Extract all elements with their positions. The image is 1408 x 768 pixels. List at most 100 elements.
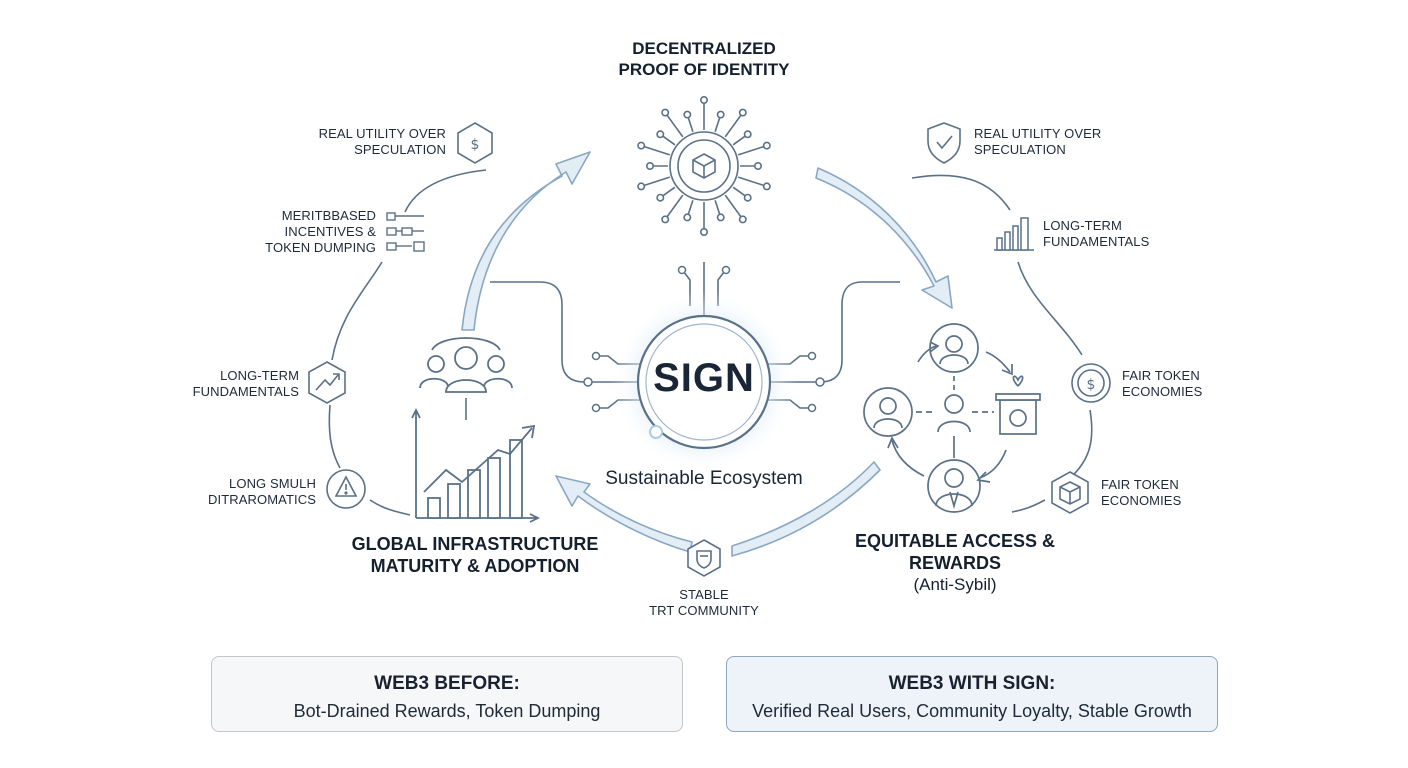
arc-left-upper <box>404 169 487 213</box>
arc-left-lower <box>328 404 341 469</box>
svg-text:$: $ <box>471 137 480 153</box>
identity-hub-icon <box>637 96 771 237</box>
top-title: DECENTRALIZED PROOF OF IDENTITY <box>554 38 854 80</box>
center-connectors <box>465 262 900 420</box>
hub-node <box>762 182 771 191</box>
left-label-long-term: LONG-TERM FUNDAMENTALS <box>160 368 299 400</box>
hub-spoke <box>737 176 768 188</box>
hub-node <box>637 141 646 150</box>
hub-node <box>716 110 725 119</box>
left-title-line-1: GLOBAL INFRASTRUCTURE <box>351 534 599 554</box>
web3-before-panel: WEB3 BEFORE: Bot-Drained Rewards, Token … <box>211 656 683 732</box>
user-center <box>944 394 964 414</box>
center-ring-outer <box>636 314 772 450</box>
arc-left-bottom <box>369 499 411 516</box>
shield-check-icon <box>927 122 961 164</box>
label-line: TRT COMMUNITY <box>649 603 759 618</box>
web3-with-sign-title: WEB3 WITH SIGN: <box>888 673 1056 694</box>
label-line: INCENTIVES & <box>284 224 376 239</box>
user-circle-left <box>863 387 913 437</box>
left-label-long-smulh: LONG SMULH DITRAROMATICS <box>180 476 316 508</box>
label-line: FUNDAMENTALS <box>192 384 299 399</box>
hub-spoke <box>724 112 744 138</box>
label-line: FAIR TOKEN <box>1122 368 1200 383</box>
hub-node <box>683 110 692 119</box>
left-title-line-2: MATURITY & ADOPTION <box>370 556 580 576</box>
hub-node <box>762 141 771 150</box>
center-sparkle <box>649 425 663 439</box>
right-label-long-term: LONG-TERM FUNDAMENTALS <box>1043 218 1203 250</box>
flow-arrow-right-down <box>815 167 953 309</box>
top-title-line-2: PROOF OF IDENTITY <box>618 60 790 79</box>
label-line: TOKEN DUMPING <box>265 240 376 255</box>
reward-box-icon <box>999 399 1037 435</box>
user-circle-bottom <box>927 459 981 513</box>
flowchart-icon <box>386 212 425 252</box>
right-label-fair-token-1: FAIR TOKEN ECONOMIES <box>1122 368 1262 400</box>
ecosystem-label: Sustainable Ecosystem <box>605 468 803 489</box>
label-line: MERITBBASED <box>281 208 376 223</box>
hub-spoke <box>664 112 684 138</box>
hub-node <box>656 193 665 202</box>
label-line: FUNDAMENTALS <box>1043 234 1150 249</box>
bar-chart-icon <box>994 217 1034 251</box>
hub-node <box>716 213 725 222</box>
community-people-icon <box>419 337 513 393</box>
left-label-real-utility: REAL UTILITY OVER SPECULATION <box>280 126 446 158</box>
label-line: REAL UTILITY OVER <box>318 126 446 141</box>
hub-spoke <box>737 144 768 156</box>
dollar-hexagon-icon: $ <box>457 122 493 164</box>
shield-badge-icon <box>687 539 721 577</box>
label-line: STABLE <box>679 587 729 602</box>
outer-arcs <box>328 169 1093 516</box>
left-label-merit-incentives: MERITBBASED INCENTIVES & TOKEN DUMPING <box>230 208 376 256</box>
label-line: SPECULATION <box>354 142 446 157</box>
label-line: LONG-TERM <box>1043 218 1122 233</box>
connector-left <box>490 281 586 383</box>
web3-before-title: WEB3 BEFORE: <box>374 673 520 694</box>
hub-node <box>738 215 747 224</box>
label-line: ECONOMIES <box>1101 493 1182 508</box>
hub-node <box>661 108 670 117</box>
web3-with-sign-text: Verified Real Users, Community Loyalty, … <box>752 701 1192 721</box>
arc-left-mid <box>331 261 383 361</box>
hub-node <box>683 213 692 222</box>
flow-arrow-bottom <box>731 461 881 557</box>
arc-right-upper <box>911 174 1011 211</box>
hub-node <box>753 162 762 171</box>
right-title-subtitle: (Anti-Sybil) <box>913 575 997 594</box>
label-line: FAIR TOKEN <box>1101 477 1179 492</box>
warning-circle-icon <box>326 469 366 509</box>
svg-text:$: $ <box>1087 377 1096 393</box>
right-label-real-utility: REAL UTILITY OVER SPECULATION <box>974 126 1154 158</box>
flow-arrows <box>461 151 953 557</box>
sign-logo-text: SIGN <box>653 356 755 400</box>
user-circle-top <box>929 323 979 373</box>
arc-right-mid <box>1017 261 1083 356</box>
dollar-circle-icon: $ <box>1071 363 1111 403</box>
hub-node <box>645 162 654 171</box>
left-section-title: GLOBAL INFRASTRUCTURE MATURITY & ADOPTIO… <box>320 533 630 577</box>
hub-spoke <box>640 176 671 188</box>
label-line: LONG-TERM <box>220 368 299 383</box>
right-title-line-1: EQUITABLE ACCESS & <box>854 531 1055 551</box>
right-title-line-2: REWARDS <box>908 553 1001 573</box>
web3-before-text: Bot-Drained Rewards, Token Dumping <box>293 701 601 721</box>
label-line: REAL UTILITY OVER <box>974 126 1102 141</box>
right-section-title: EQUITABLE ACCESS & REWARDS (Anti-Sybil) <box>820 530 1090 596</box>
hub-node <box>743 193 752 202</box>
label-line: LONG SMULH <box>229 476 316 491</box>
flow-arrow-bottom-left <box>555 475 693 553</box>
hub-node <box>661 215 670 224</box>
hub-node <box>699 96 708 105</box>
hub-node <box>637 182 646 191</box>
hub-node <box>656 130 665 139</box>
anti-sybil-cluster <box>863 323 1041 513</box>
web3-with-sign-panel: WEB3 WITH SIGN: Verified Real Users, Com… <box>726 656 1218 732</box>
label-line: ECONOMIES <box>1122 384 1203 399</box>
arc-right-bottom <box>1011 499 1046 513</box>
connector-right <box>819 281 900 383</box>
hub-spoke <box>640 144 671 156</box>
